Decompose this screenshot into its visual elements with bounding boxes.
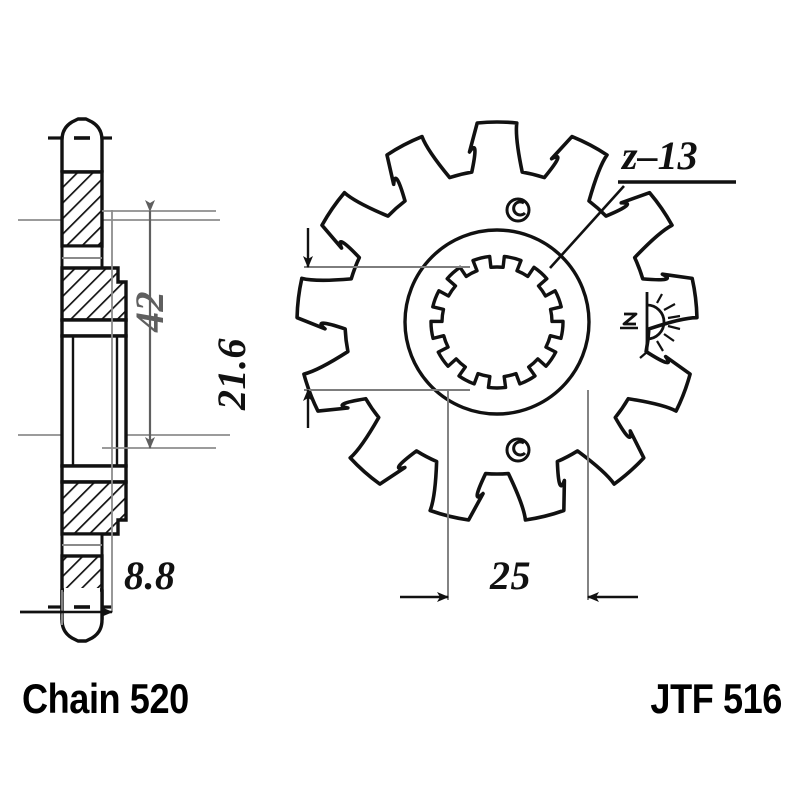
section-bottom-tooth-cover xyxy=(64,588,100,594)
section-bore-cap-top xyxy=(60,318,128,338)
section-bottom-tooth xyxy=(60,588,104,643)
bolt-hole-bottom-inner-arc xyxy=(512,440,527,457)
dimension-label-88: 8.8 xyxy=(124,553,176,598)
bolt-hole-bottom xyxy=(505,437,531,463)
teeth-count-label: z–13 xyxy=(622,133,698,178)
dimension-25 xyxy=(400,390,638,602)
bolt-hole-top-inner-arc xyxy=(512,200,527,217)
hub-boss-circle xyxy=(403,228,591,416)
inner-spline xyxy=(429,254,565,390)
chain-caption: Chain 520 xyxy=(22,675,189,722)
section-bore-cap-bottom xyxy=(60,464,128,484)
part-number-caption: JTF 516 xyxy=(650,675,782,722)
section-lower-hub xyxy=(60,480,128,536)
section-upper-hub xyxy=(60,266,128,322)
bolt-hole-top xyxy=(505,197,531,223)
chamfer-symbol-icon xyxy=(620,292,681,359)
leader-z13 xyxy=(549,180,736,269)
dimension-label-25: 25 xyxy=(490,553,531,598)
dimension-label-42: 42 xyxy=(127,291,172,332)
face-view xyxy=(295,120,699,522)
dimension-42 xyxy=(102,200,216,449)
dimension-216 xyxy=(303,228,470,428)
dimension-label-216: 21.6 xyxy=(209,338,254,410)
section-top-rim xyxy=(60,170,104,248)
z13-leader-line xyxy=(549,185,625,269)
section-top-tooth xyxy=(60,117,104,174)
section-view xyxy=(18,117,230,643)
dimension-88 xyxy=(20,210,113,625)
